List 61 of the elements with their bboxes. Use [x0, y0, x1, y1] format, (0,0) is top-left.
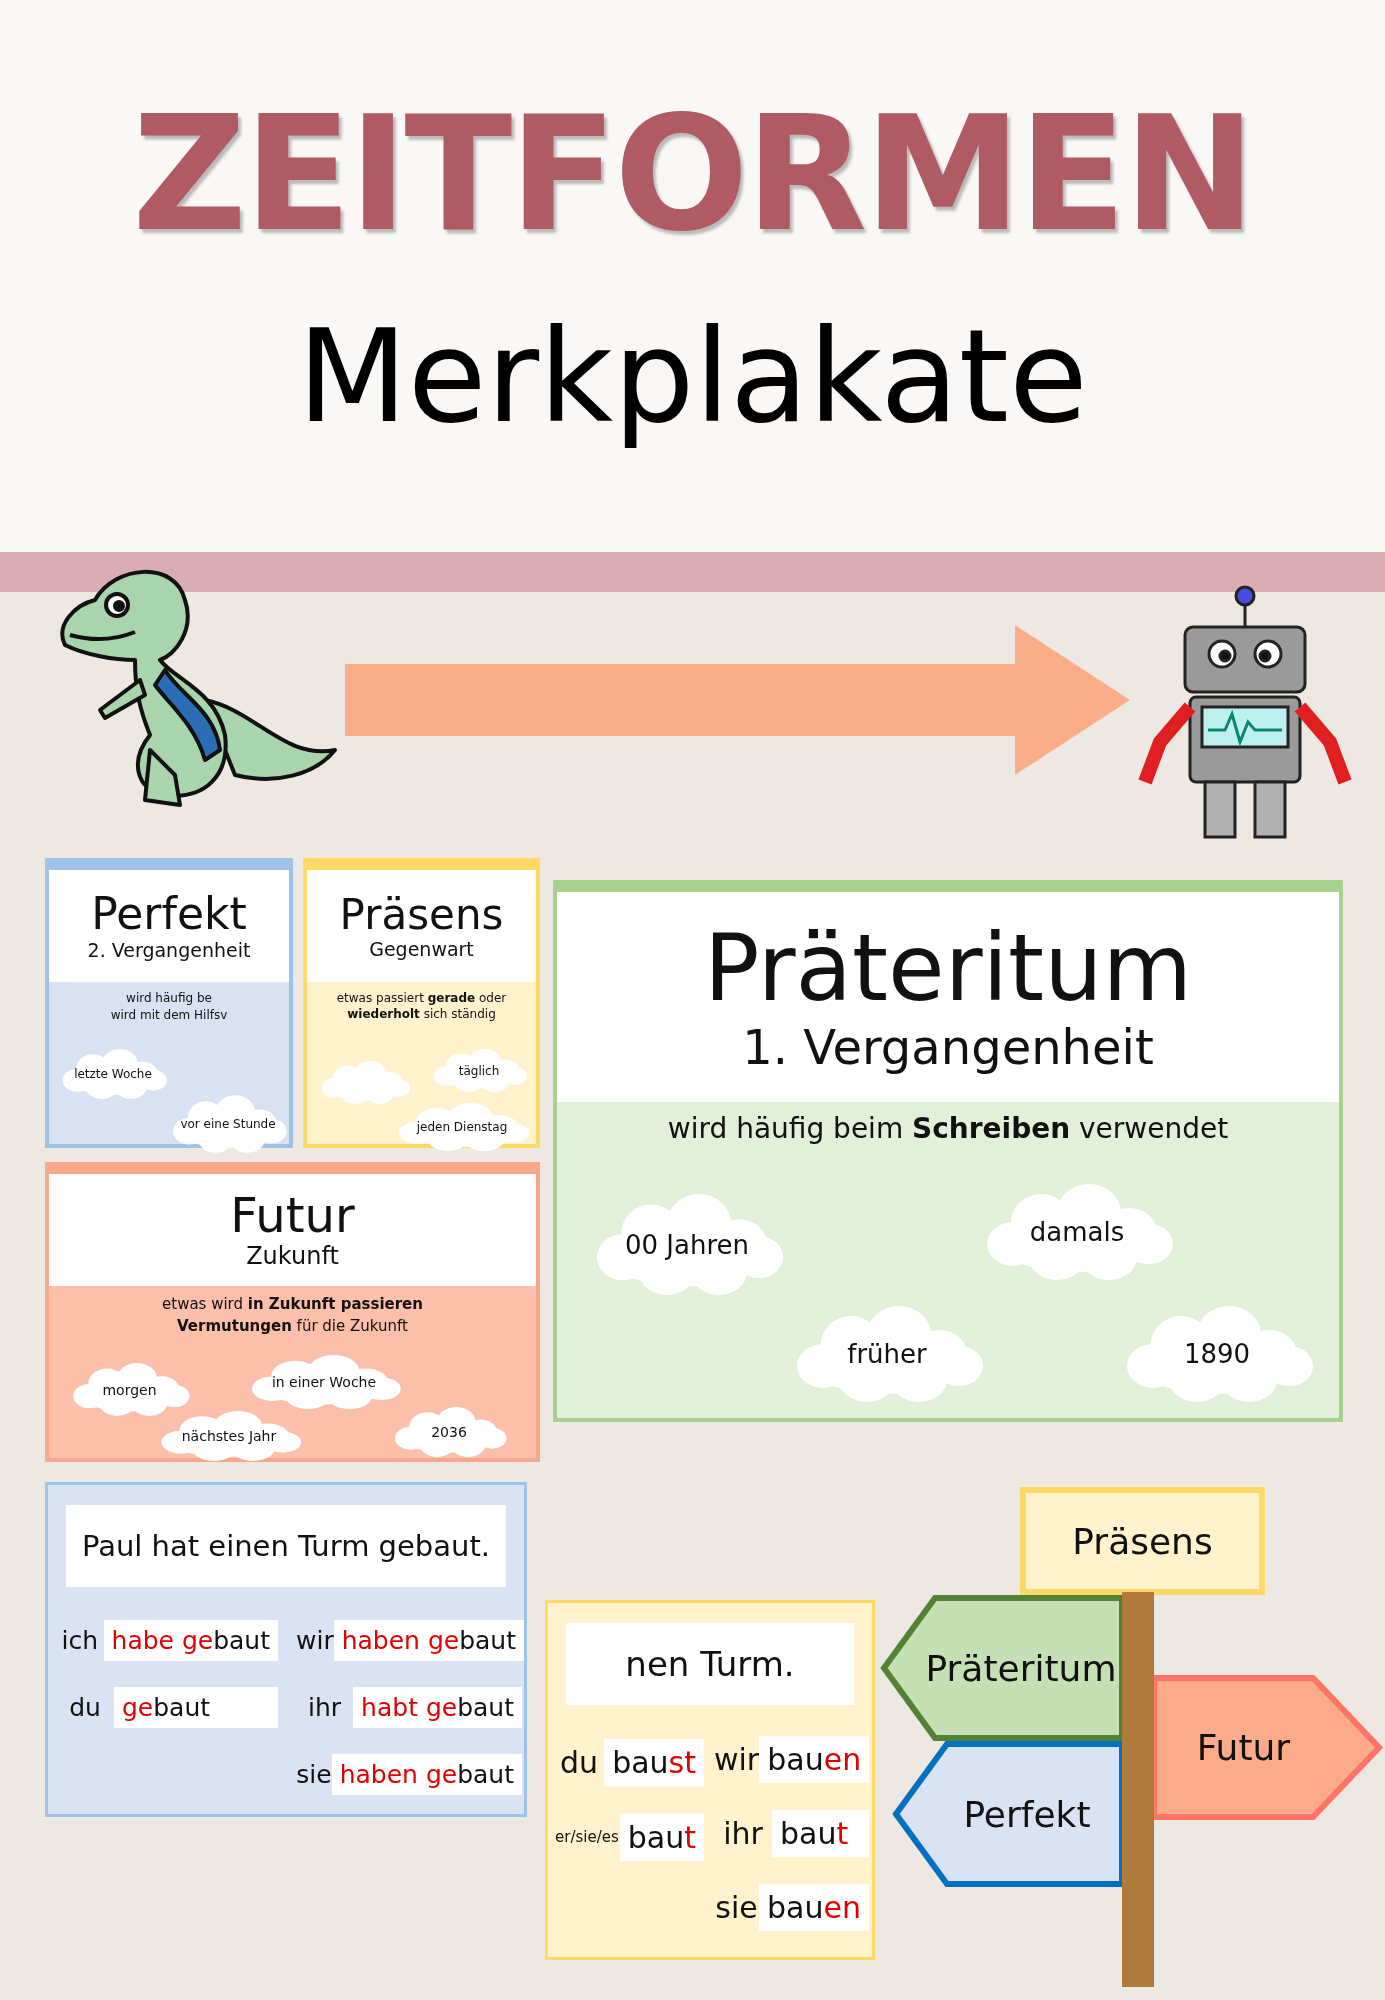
card-description: etwas passiert gerade oder wiederholt sich ständig [335, 990, 508, 1023]
verb-form: baust [604, 1738, 704, 1786]
pronoun: wir [714, 1741, 760, 1777]
verb-form: haben gebaut [333, 1619, 524, 1661]
verb-form: bauen [759, 1883, 869, 1931]
card-description: Vermutungen für die Zukunft [176, 1315, 409, 1336]
time-phrase: täglich [457, 1063, 501, 1078]
time-phrase: vor eine Stunde [179, 1117, 277, 1131]
signpost-pole [1122, 1592, 1154, 1987]
verb-form: baut [772, 1809, 869, 1857]
card-description: wird häufig beim Schreiben verwendet [666, 1111, 1230, 1147]
arrow [345, 625, 1130, 775]
pronoun: ihr [307, 1692, 343, 1722]
verb-form: baut [619, 1813, 704, 1861]
poster-subtitle: Merkplakate [296, 301, 1089, 453]
time-phrase: 2036 [430, 1424, 468, 1440]
card-description: wird mit dem Hilfsv [109, 1007, 229, 1024]
card-subtitle: Gegenwart [369, 937, 474, 961]
pronoun: sie [296, 1759, 332, 1789]
card-title: Präteritum [703, 917, 1193, 1019]
tense-card [553, 880, 1343, 1422]
tense-card [45, 1162, 540, 1462]
pronoun: wir [296, 1625, 334, 1655]
verb-form: bauen [759, 1735, 870, 1783]
verb-form: habe gebaut [103, 1619, 278, 1661]
pronoun: du [68, 1692, 102, 1722]
card-subtitle: Zukunft [246, 1242, 339, 1271]
pronoun: du [559, 1744, 600, 1780]
sign-label: Präsens [1072, 1520, 1213, 1562]
time-phrase: 1890 [1182, 1339, 1252, 1369]
verb-form: gebaut [114, 1686, 278, 1728]
time-phrase: 00 Jahren [624, 1229, 750, 1260]
card-subtitle: 1. Vergangenheit [742, 1018, 1154, 1077]
sign-label: Perfekt [963, 1793, 1091, 1835]
card-title: Präsens [339, 891, 504, 938]
verb-form: habt gebaut [353, 1686, 522, 1728]
time-phrase: früher [846, 1339, 928, 1369]
sign-label: Futur [1196, 1727, 1291, 1768]
time-phrase: letzte Woche [73, 1067, 153, 1081]
time-phrase: nächstes Jahr [180, 1428, 278, 1444]
pronoun: ich [60, 1625, 100, 1655]
pronoun: er/sie/es [554, 1828, 620, 1846]
card-title: Perfekt [91, 890, 247, 939]
sign-label: Präteritum [925, 1647, 1117, 1689]
card-description: wird häufig be [125, 990, 213, 1007]
time-phrase: in einer Woche [270, 1374, 378, 1390]
time-phrase: morgen [101, 1381, 158, 1398]
time-phrase: jeden Dienstag [415, 1120, 509, 1134]
card-title: Futur [230, 1189, 355, 1242]
card-description: etwas wird in Zukunft passieren [161, 1294, 424, 1315]
conjugation-card [45, 1482, 527, 1817]
pronoun: sie [714, 1889, 759, 1925]
example-sentence: Paul hat einen Turm gebaut. [66, 1505, 506, 1587]
tense-card [303, 858, 540, 1148]
card-subtitle: 2. Vergangenheit [87, 938, 251, 962]
pronoun: ihr [722, 1815, 764, 1851]
time-phrase: damals [1028, 1217, 1126, 1247]
poster-title: ZEITFORMEN [131, 95, 1254, 253]
example-sentence: nen Turm. [566, 1623, 854, 1705]
conjugation-card [545, 1600, 875, 1960]
verb-form: haben gebaut [331, 1753, 522, 1795]
